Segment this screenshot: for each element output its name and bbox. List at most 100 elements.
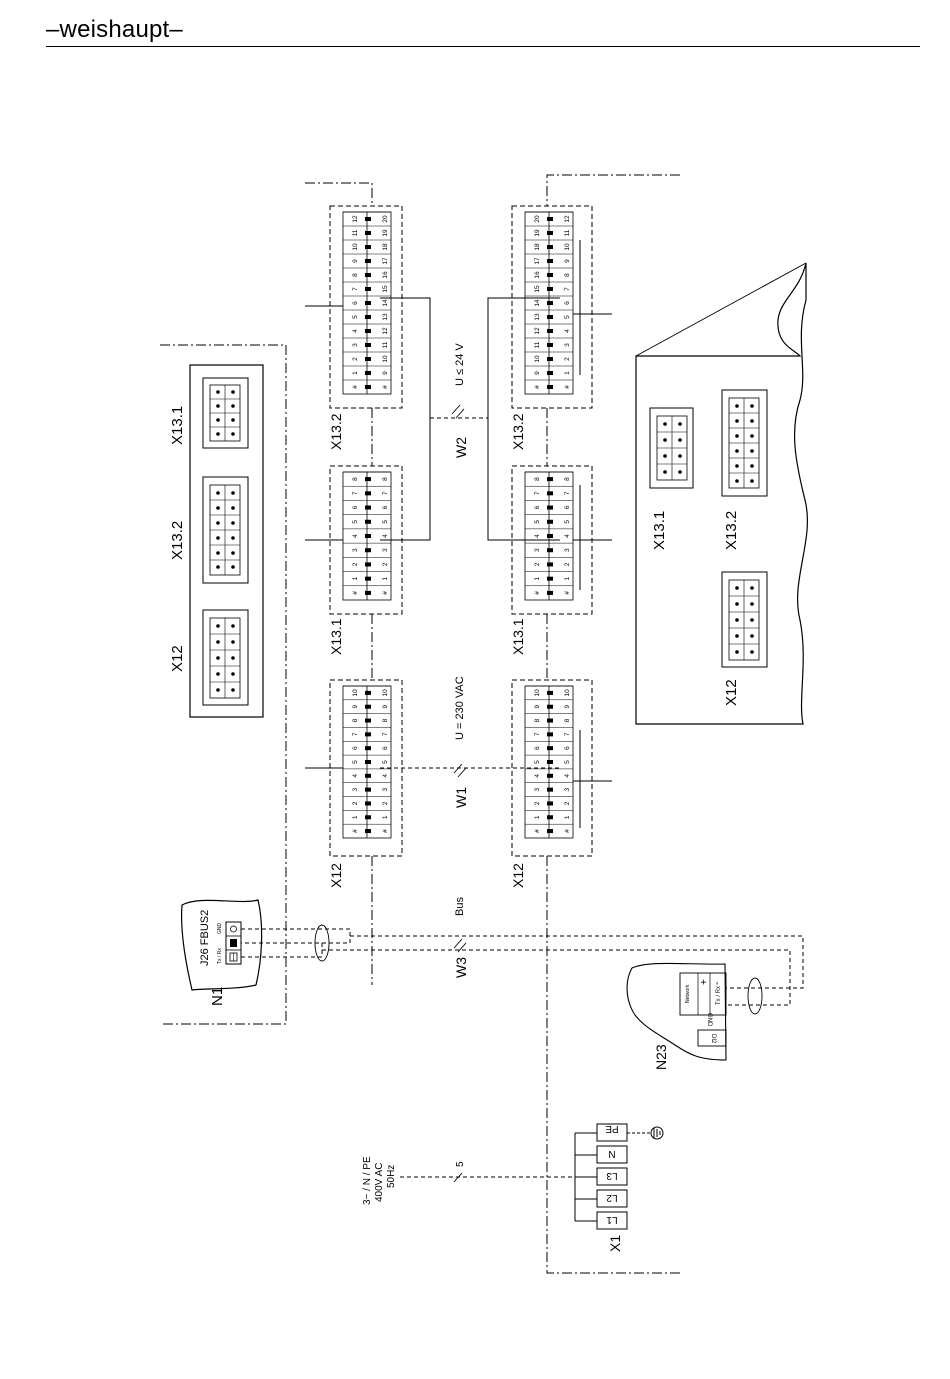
pin-terminal xyxy=(547,829,553,834)
left-label-x13-2: X13.2 xyxy=(169,521,186,560)
pin-number-c2-x13-2: 8 xyxy=(564,273,571,277)
pin-terminal xyxy=(365,491,371,496)
pin-terminal xyxy=(547,746,553,751)
pin-terminal xyxy=(365,704,371,709)
pin-number-c1-x13-1: 3 xyxy=(382,548,389,552)
pin-number-c2-x13-2: 13 xyxy=(534,313,541,321)
pin-number-c1-x12: 5 xyxy=(382,760,389,764)
pin-number-c1-x13-2: 5 xyxy=(352,315,359,319)
pin-number-c1-x13-2: 1 xyxy=(352,371,359,375)
pin-number-c2-x13-1: 8 xyxy=(564,477,571,481)
pin-number-c2-x13-1: 5 xyxy=(534,520,541,524)
pin-number-c2-x13-2: 6 xyxy=(564,301,571,305)
pin-terminal xyxy=(547,245,553,249)
pin-number-c1-x13-1: 4 xyxy=(382,534,389,538)
cable-w3-name: W3 xyxy=(453,957,469,978)
pin-terminal xyxy=(365,273,371,277)
pin-number-c1-x13-1: 5 xyxy=(382,520,389,524)
n23-label: N23 xyxy=(653,1044,669,1070)
pin-terminal xyxy=(365,245,371,249)
pin-terminal xyxy=(547,548,553,553)
n23-pin-di2: DI2 xyxy=(710,1034,716,1044)
pin-terminal xyxy=(547,231,553,235)
pin-terminal xyxy=(365,519,371,524)
pin-number-c1-x12: 7 xyxy=(352,732,359,736)
n23-module xyxy=(626,962,727,1061)
pin-terminal xyxy=(365,534,371,538)
left-x13-1-connector xyxy=(202,377,249,449)
pin-number-c1-x13-1: 5 xyxy=(352,520,359,524)
pin-number-c2-x13-2: 11 xyxy=(564,229,571,236)
pin-number-c1-x12: 2 xyxy=(352,801,359,805)
n1-pin-square xyxy=(230,939,237,947)
pin-terminal xyxy=(365,329,371,333)
pin-terminal xyxy=(547,773,553,778)
pin-number-c1-x13-2: 19 xyxy=(382,229,389,237)
pin-terminal xyxy=(547,718,553,723)
pin-number-c1-x12: 8 xyxy=(382,718,389,722)
pin-number-c2-x13-2: 17 xyxy=(534,257,541,265)
pin-terminal xyxy=(547,704,553,709)
pin-terminal xyxy=(365,259,371,263)
pin-number-c1-x12: 4 xyxy=(352,774,359,778)
pin-terminal xyxy=(547,477,553,482)
pin-number-c1-x13-2: 12 xyxy=(382,327,389,335)
pin-number-c1-x13-2: 9 xyxy=(382,371,389,375)
pin-number-c1-x13-1: 1 xyxy=(352,576,359,580)
n1-module xyxy=(181,899,263,991)
x1-terminal-block xyxy=(574,1123,650,1230)
pin-terminal xyxy=(547,491,553,496)
pin-terminal xyxy=(547,801,553,806)
pin-number-c2-x13-1: 7 xyxy=(564,491,571,495)
pin-terminal xyxy=(547,534,553,538)
pin-number-c1-x13-2: 14 xyxy=(382,299,389,307)
pin-number-c1-x13-2: 6 xyxy=(352,301,359,305)
pin-number-c2-x13-2: 2 xyxy=(564,357,571,361)
pin-terminal xyxy=(365,371,371,375)
cable-w2-spec: U ≤ 24 V xyxy=(454,343,466,386)
pin-number-c1-x13-2: 11 xyxy=(352,229,359,236)
pin-number-c1-x13-2: 20 xyxy=(382,215,389,223)
pin-number-c1-x13-2: 7 xyxy=(352,287,359,291)
pin-number-c1-x12: 1 xyxy=(352,815,359,819)
left-panel xyxy=(160,344,287,1025)
x1-terminal-l1: L1 xyxy=(606,1214,618,1225)
pin-rows xyxy=(343,211,573,834)
pin-terminal xyxy=(547,562,553,567)
pin-number-c1-x13-2: 18 xyxy=(382,243,389,251)
wiring-dashed xyxy=(241,417,804,1178)
pin-terminal xyxy=(547,371,553,375)
supply-spec-line3: 50Hz xyxy=(386,1165,397,1188)
cable-slashes xyxy=(451,404,467,1183)
pin-number-c2-x12: 9 xyxy=(534,705,541,709)
pin-number-c2-x13-2: 12 xyxy=(534,327,541,335)
pin-number-c1-x12: 5 xyxy=(352,760,359,764)
pin-number-c2-x13-2: 18 xyxy=(534,243,541,251)
pin-terminal xyxy=(547,357,553,361)
box-label-col2-x13-1: X13.1 xyxy=(510,618,526,655)
pin-terminal xyxy=(547,590,553,595)
frame-lines xyxy=(305,174,680,1274)
pin-number-c2-x13-2: # xyxy=(564,385,571,389)
box-label-col1-x13-1: X13.1 xyxy=(328,618,344,655)
pin-number-c2-x13-2: 11 xyxy=(534,341,541,348)
pin-number-c2-x12: 2 xyxy=(534,801,541,805)
supply-spec-line1: 3~ / N / PE xyxy=(362,1156,373,1205)
cable-w2-name: W2 xyxy=(453,437,469,458)
brand-logo: –weishaupt– xyxy=(46,16,183,43)
pin-number-c1-x12: 6 xyxy=(382,746,389,750)
supply-wire-count: 5 xyxy=(455,1161,466,1167)
pin-number-c1-x13-1: 7 xyxy=(352,491,359,495)
pin-terminal xyxy=(365,357,371,361)
pin-terminal xyxy=(365,718,371,723)
pin-number-c1-x12: 9 xyxy=(382,705,389,709)
pin-terminal xyxy=(365,829,371,834)
pin-number-c2-x12: 8 xyxy=(534,718,541,722)
pin-number-c1-x13-2: 2 xyxy=(352,357,359,361)
pin-number-c2-x13-2: 9 xyxy=(534,371,541,375)
pin-number-c2-x13-2: 19 xyxy=(534,229,541,237)
pin-terminal xyxy=(365,301,371,305)
pin-number-c1-x12: 3 xyxy=(352,787,359,791)
pin-number-c2-x12: 4 xyxy=(534,774,541,778)
page-header: –weishaupt– xyxy=(46,14,920,47)
